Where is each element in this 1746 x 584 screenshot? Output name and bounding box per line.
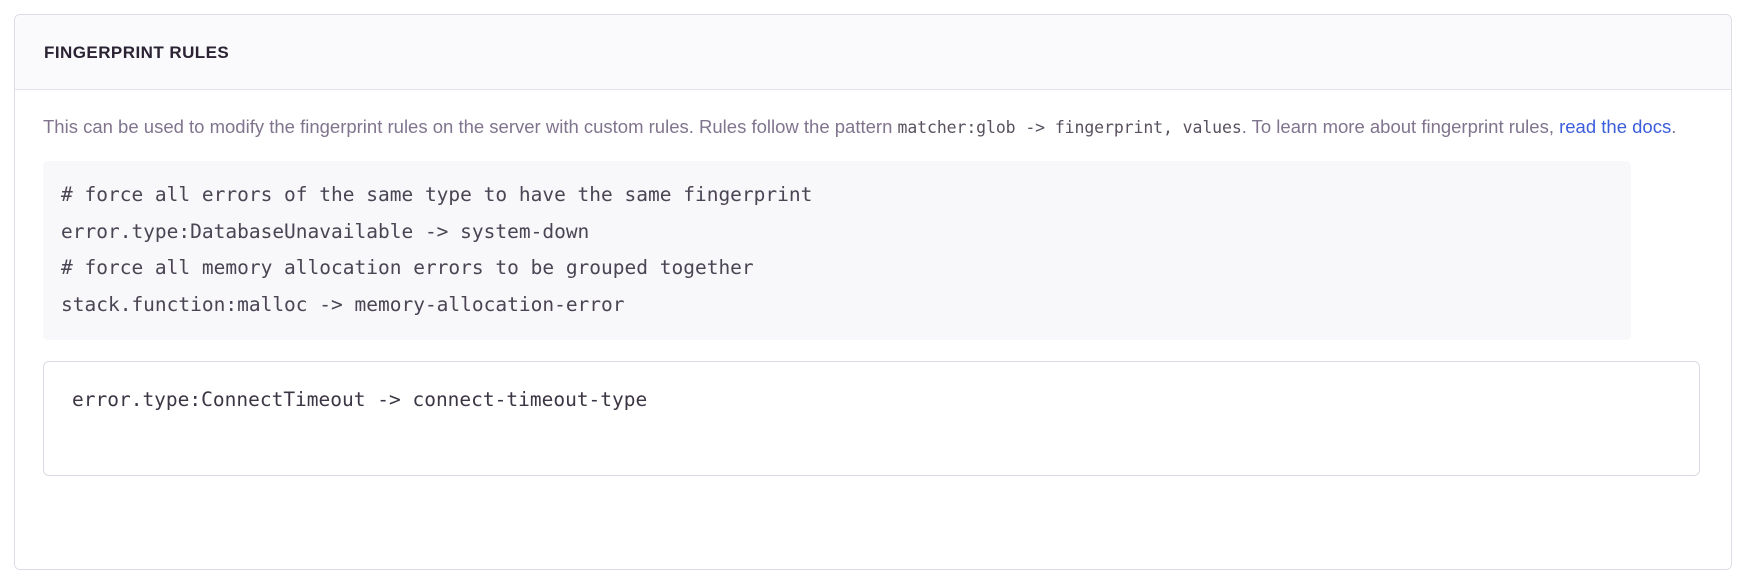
description-text-part-1: This can be used to modify the fingerpri…	[43, 116, 898, 137]
page-title: Fingerprint Rules	[44, 42, 230, 62]
panel-header: Fingerprint Rules	[15, 15, 1731, 90]
fingerprint-rules-input[interactable]	[43, 361, 1700, 476]
panel-body: This can be used to modify the fingerpri…	[15, 90, 1731, 569]
fingerprint-rules-panel: Fingerprint Rules This can be used to mo…	[14, 14, 1732, 570]
description-inline-code: matcher:glob -> fingerprint, values	[897, 118, 1242, 137]
description-text-part-3: .	[1671, 116, 1677, 137]
read-the-docs-link[interactable]: read the docs	[1559, 116, 1672, 137]
example-rules-code-block: # force all errors of the same type to h…	[43, 161, 1631, 340]
panel-description: This can be used to modify the fingerpri…	[43, 111, 1698, 143]
description-text-part-2: . To learn more about fingerprint rules,	[1241, 116, 1560, 137]
